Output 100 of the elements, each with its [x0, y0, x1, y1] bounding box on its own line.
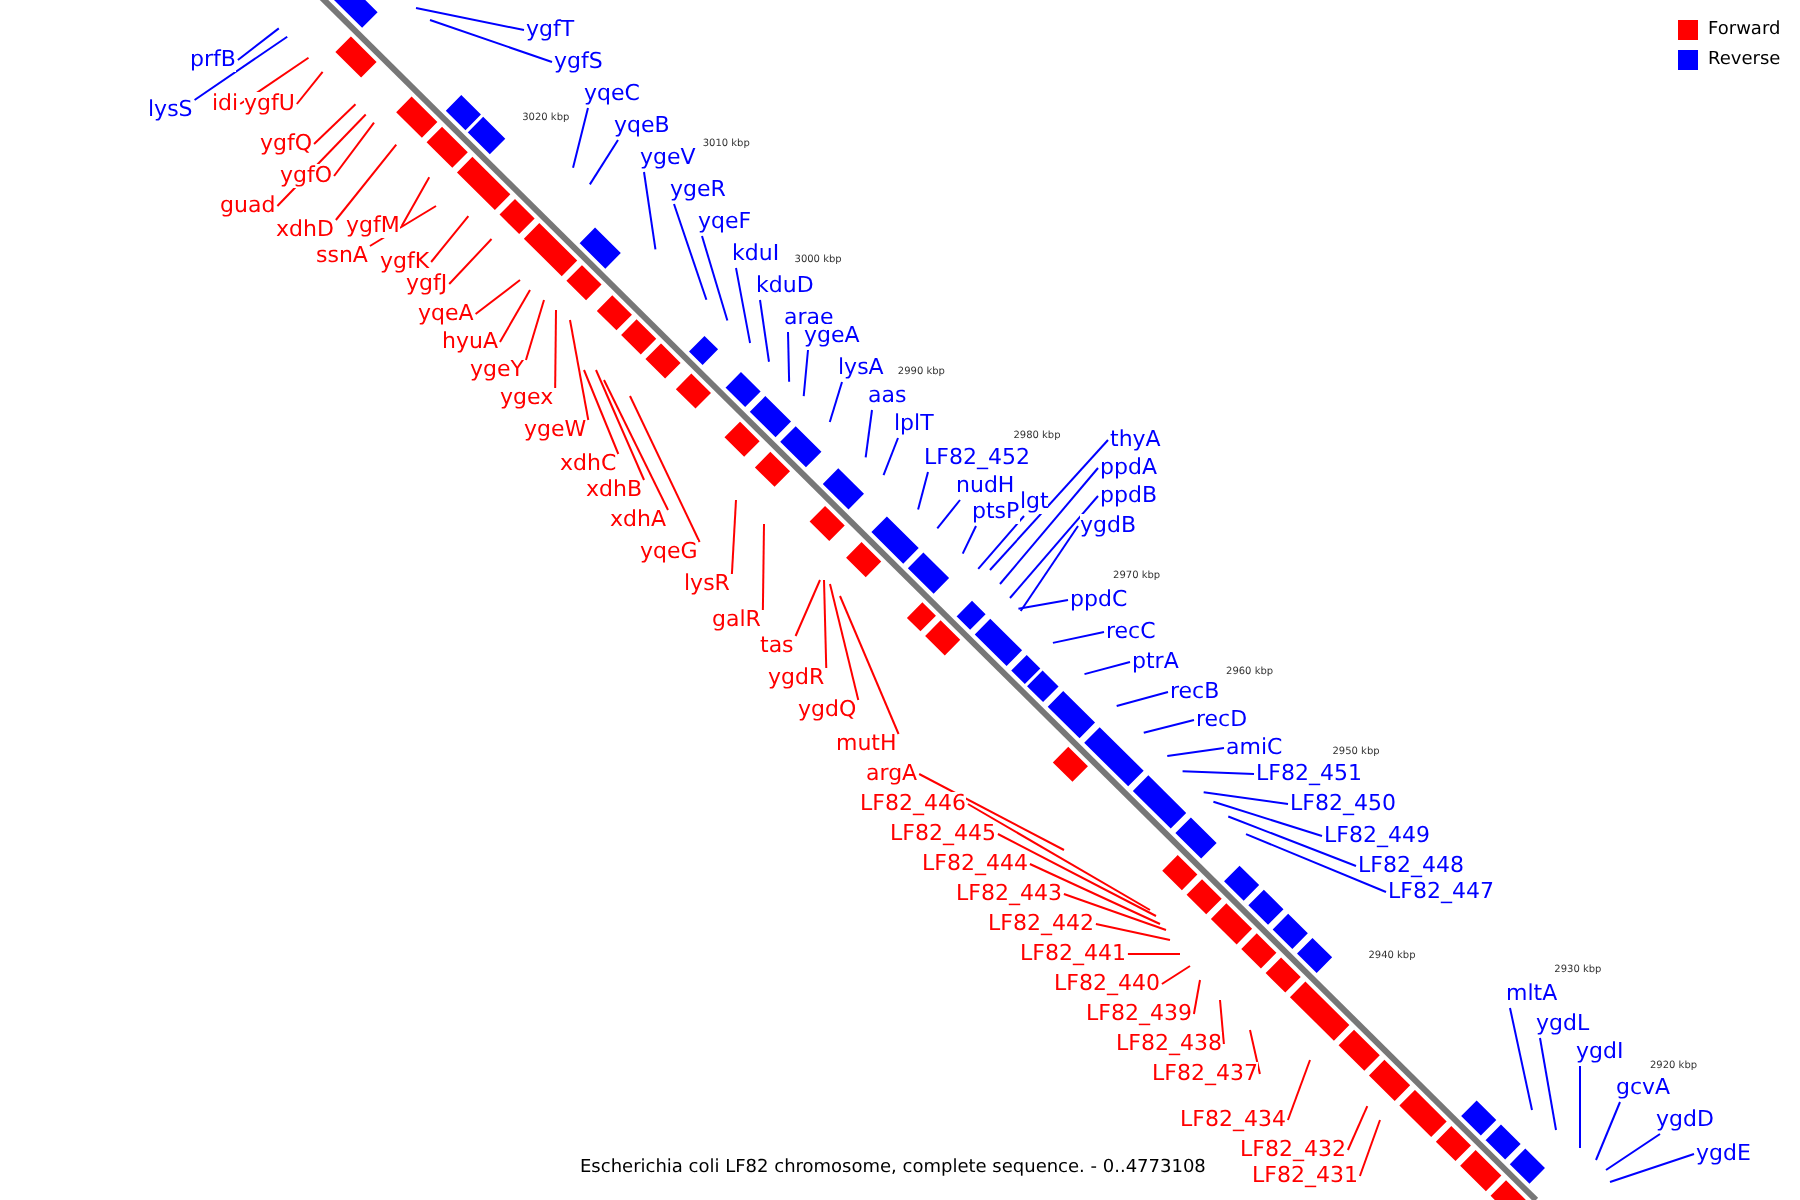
- gene-label: ssnA: [316, 244, 368, 268]
- caption: Escherichia coli LF82 chromosome, complete sequence. - 0..4773108: [580, 1156, 1206, 1180]
- gene-label: ygfJ: [406, 272, 448, 296]
- leader-line: [554, 309, 557, 389]
- gene-label: LF82_444: [922, 852, 1028, 876]
- gene-label: LF82_439: [1086, 1002, 1192, 1026]
- leader-line: [1051, 631, 1105, 644]
- leader-line: [864, 409, 873, 459]
- leader-line: [802, 349, 809, 398]
- leader-line: [1539, 1037, 1557, 1131]
- leader-line: [1249, 1029, 1261, 1075]
- leader-line: [629, 395, 701, 543]
- leader-line: [735, 267, 752, 344]
- leader-line: [1192, 979, 1201, 1015]
- gene-label: amiC: [1226, 736, 1283, 760]
- leader-line: [429, 19, 553, 63]
- gene-label: lysA: [838, 356, 884, 380]
- gene-label: LF82_447: [1388, 880, 1494, 904]
- gene-label: ygfQ: [260, 132, 313, 156]
- leader-line: [1358, 1119, 1381, 1177]
- gene-label: LF82_441: [1020, 942, 1126, 966]
- leader-line: [1160, 965, 1191, 985]
- gene-label: LF82_452: [924, 446, 1030, 470]
- leader-line: [1166, 747, 1225, 758]
- gene-label: aas: [868, 384, 907, 408]
- gene-label: yqeC: [584, 82, 640, 106]
- leader-line: [1219, 999, 1225, 1045]
- leader-line: [730, 499, 737, 575]
- leader-line: [839, 595, 900, 735]
- gene-label: ygfT: [526, 18, 575, 42]
- leader-line: [1083, 661, 1131, 676]
- gene-label: ygdB: [1080, 514, 1137, 538]
- leader-line: [448, 238, 493, 285]
- leader-line: [1181, 770, 1255, 775]
- legend-label: Forward: [1708, 18, 1781, 42]
- gene-label: LF82_448: [1358, 854, 1464, 878]
- leader-line: [334, 143, 398, 221]
- leader-line: [673, 203, 708, 301]
- gene-label: ygeA: [804, 324, 860, 348]
- gene-label: recD: [1196, 708, 1248, 732]
- gene-label: yqeF: [698, 210, 752, 234]
- gene-label: ppdA: [1100, 456, 1157, 480]
- gene-label: thyA: [1110, 428, 1161, 452]
- gene-label: LF82_440: [1054, 972, 1160, 996]
- leader-line: [1595, 1101, 1621, 1161]
- leader-line: [1579, 1065, 1581, 1149]
- gene-label: tas: [760, 634, 794, 658]
- gene-label: lplT: [894, 412, 934, 436]
- gene-label: xdhA: [610, 508, 666, 532]
- leader-line: [643, 171, 657, 251]
- leader-line: [977, 515, 1025, 570]
- gene-label: ppdB: [1100, 484, 1157, 508]
- leader-line: [966, 803, 1151, 911]
- gene-label: LF82_446: [860, 792, 966, 816]
- gene-label: ygfO: [280, 164, 333, 188]
- leader-line: [701, 235, 729, 322]
- leader-line: [761, 523, 765, 611]
- gene-label: LF82_438: [1116, 1032, 1222, 1056]
- leader-line: [1286, 1059, 1311, 1121]
- gene-label: ygeR: [670, 178, 726, 202]
- gene-label: ygdI: [1576, 1040, 1624, 1064]
- legend-label: Reverse: [1708, 48, 1781, 72]
- gene-label: xdhD: [276, 218, 334, 242]
- gene-label: kduI: [732, 242, 780, 266]
- gene-label: guad: [220, 194, 276, 218]
- leader-line: [295, 70, 324, 105]
- gene-label: gcvA: [1616, 1076, 1671, 1100]
- leader-line: [961, 525, 977, 555]
- leader-line: [588, 139, 619, 186]
- gene-label: prfB: [190, 48, 236, 72]
- gene-label: ygdL: [1536, 1012, 1590, 1036]
- leader-line: [917, 471, 929, 511]
- leader-line: [1115, 691, 1169, 707]
- gene-label: ppdC: [1070, 588, 1128, 612]
- leader-line: [569, 319, 590, 421]
- leader-line: [430, 215, 470, 263]
- gene-label: ygfU: [244, 92, 295, 116]
- gene-label: idi: [212, 92, 239, 116]
- gene-label: ygdD: [1656, 1108, 1714, 1132]
- leader-line: [1019, 525, 1079, 612]
- gene-label: ptsP: [972, 500, 1020, 524]
- gene-label: yqeA: [418, 302, 474, 326]
- leader-line: [989, 439, 1109, 571]
- gene-label: ygeV: [640, 146, 696, 170]
- leader-line: [313, 103, 357, 145]
- gene-label: nudH: [956, 474, 1015, 498]
- leader-line: [759, 299, 770, 363]
- leader-line: [918, 773, 1065, 851]
- gene-label: LF82_431: [1252, 1164, 1358, 1188]
- gene-label: LF82_451: [1256, 762, 1362, 786]
- leader-line: [1509, 1007, 1533, 1111]
- gene-label: LF82_437: [1152, 1062, 1258, 1086]
- leader-line: [236, 27, 280, 61]
- gene-label: hyuA: [442, 330, 498, 354]
- gene-label: mltA: [1506, 982, 1558, 1006]
- leader-line: [1028, 863, 1161, 925]
- leader-line: [193, 35, 289, 101]
- gene-label: mutH: [836, 732, 897, 756]
- leader-line: [882, 437, 899, 477]
- leader-line: [415, 7, 525, 31]
